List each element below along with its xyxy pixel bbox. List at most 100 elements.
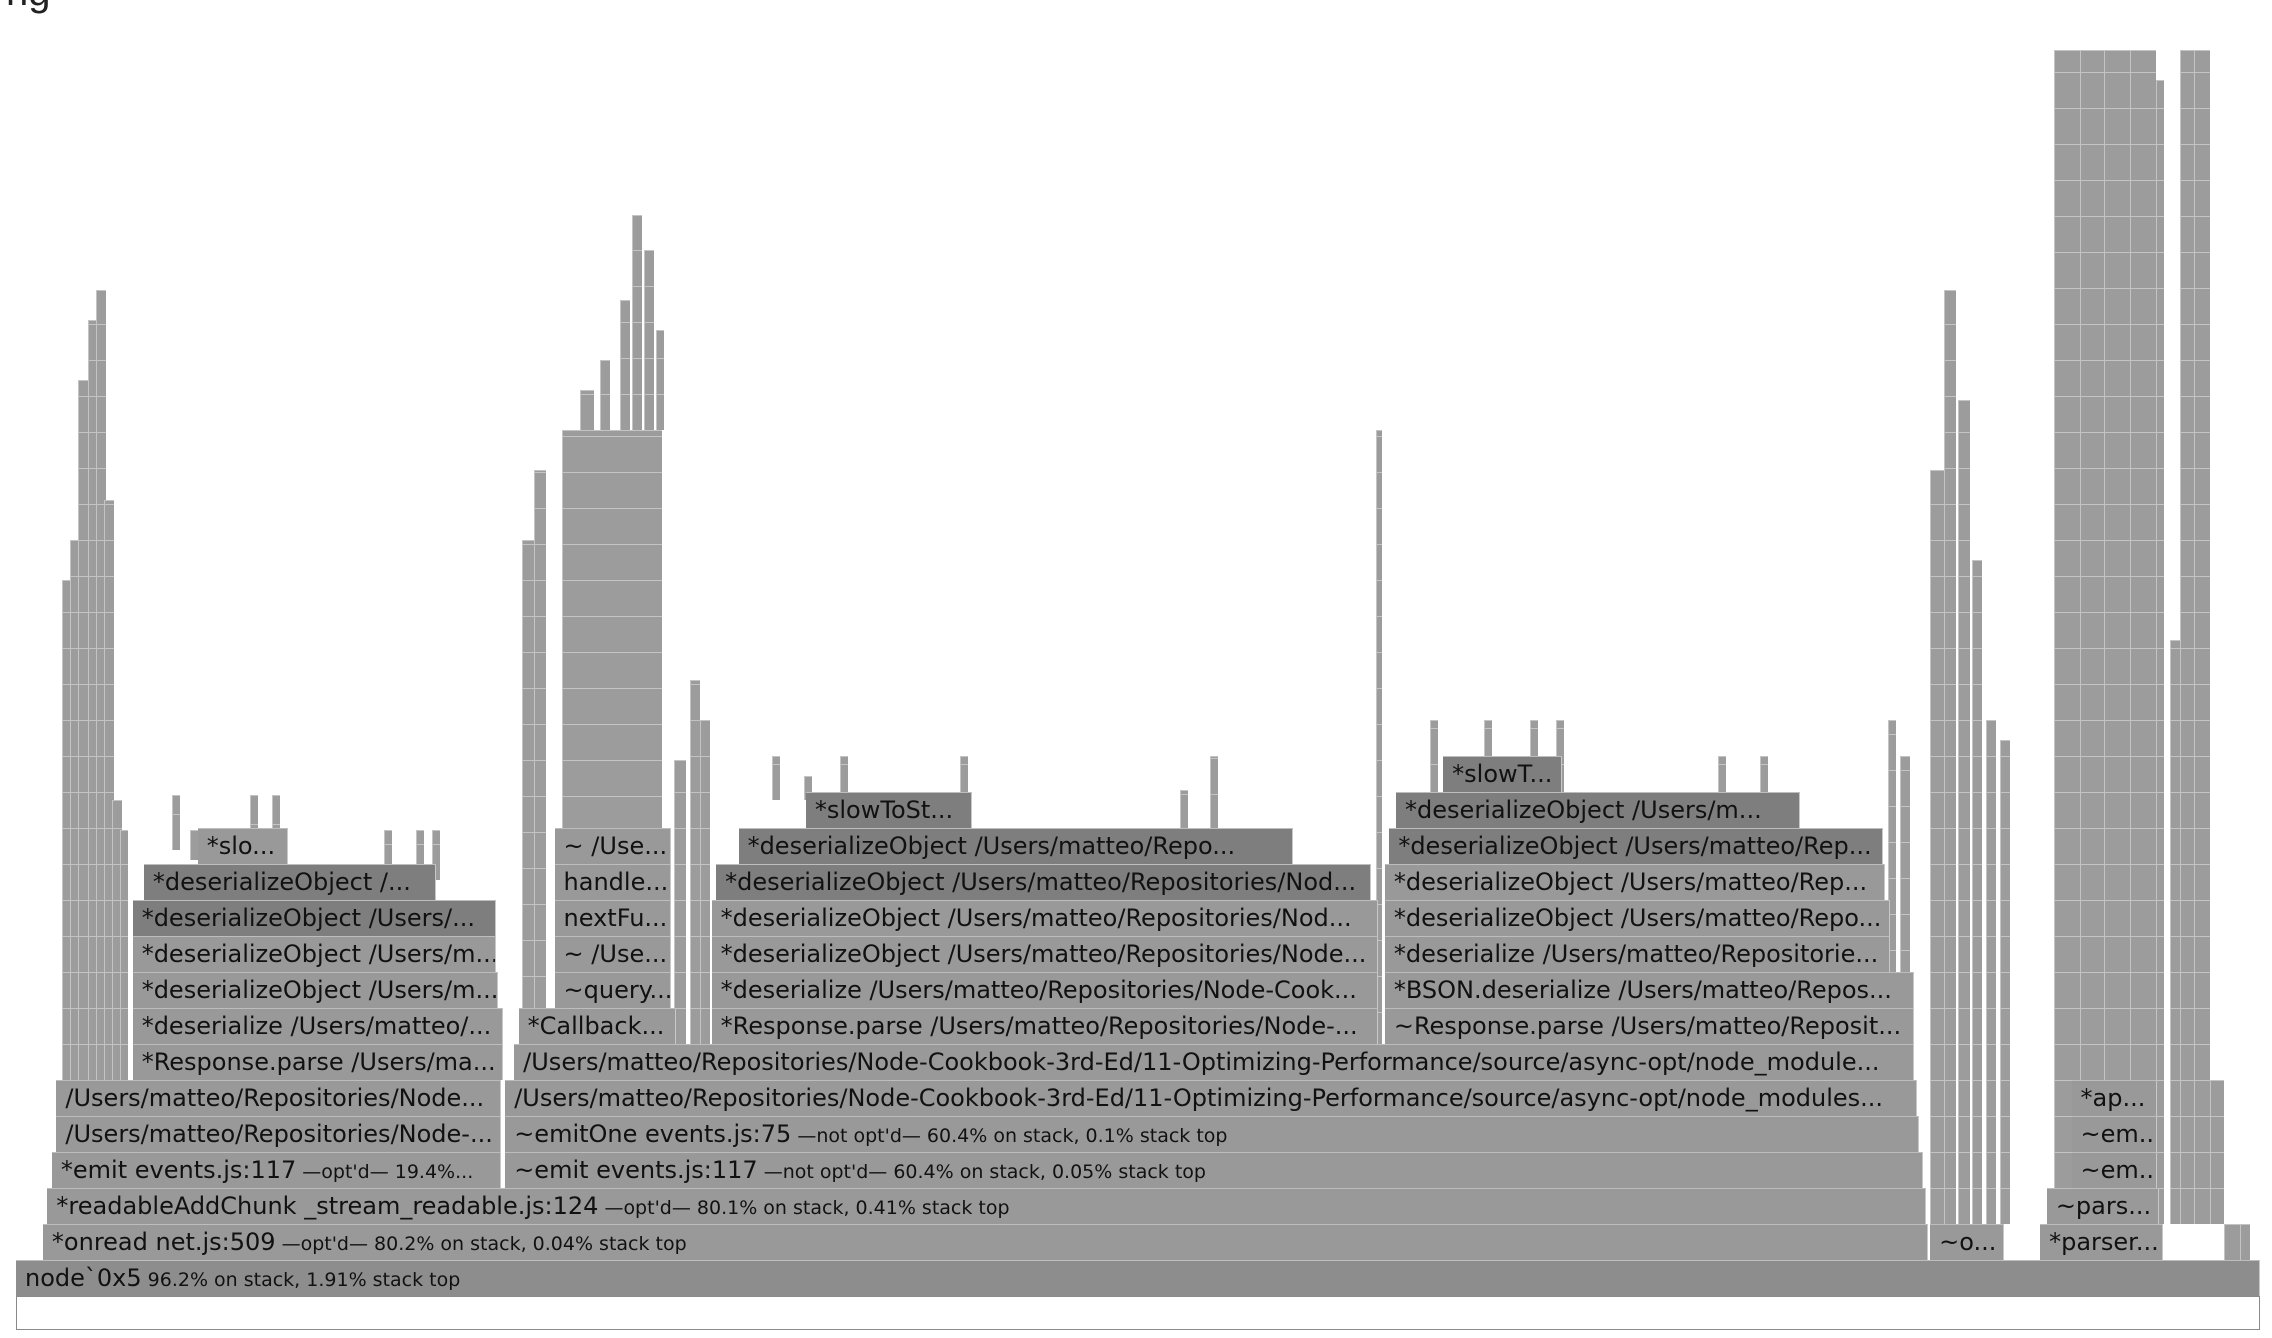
flame-spike bbox=[78, 380, 90, 1224]
flame-spike bbox=[432, 830, 440, 880]
flame-spike bbox=[272, 795, 280, 860]
frame-label: nextFu... bbox=[563, 904, 668, 932]
frame-label: *deserializeObject /Users/matteo/Reposit… bbox=[720, 904, 1352, 932]
search-strip[interactable] bbox=[16, 1296, 2260, 1330]
flame-spike bbox=[2104, 50, 2130, 1224]
flame-spike bbox=[2156, 80, 2164, 1224]
flame-spike bbox=[2170, 640, 2180, 1224]
flame-frame[interactable]: ~em... bbox=[2071, 1152, 2157, 1188]
flame-frame[interactable]: *deserializeObject /Users/matteo/Rep... bbox=[1384, 864, 1886, 900]
flame-frame[interactable]: *Callback... bbox=[518, 1008, 676, 1044]
flame-frame[interactable]: ~pars... bbox=[2046, 1188, 2159, 1224]
frame-label: *deserialize /Users/matteo/Repositories/… bbox=[720, 976, 1357, 1004]
flame-frame[interactable]: /Users/matteo/Repositories/Node-Cookbook… bbox=[505, 1080, 1917, 1116]
flame-frame[interactable]: *slo... bbox=[197, 828, 288, 864]
flame-spike bbox=[1930, 470, 1946, 1224]
flame-spike bbox=[2000, 740, 2010, 1224]
flame-frame[interactable]: *deserialize /Users/matteo/Repositories/… bbox=[711, 972, 1379, 1008]
flame-frame[interactable]: *slowT... bbox=[1443, 756, 1563, 792]
flame-frame[interactable]: *parser... bbox=[2040, 1224, 2164, 1260]
frame-label: ~emitOne events.js:75 bbox=[514, 1120, 792, 1148]
flame-frame[interactable]: *deserializeObject /Users/matteo/Repo... bbox=[738, 828, 1293, 864]
flame-spike bbox=[416, 830, 424, 880]
flame-frame[interactable]: ~query... bbox=[554, 972, 672, 1008]
flame-spike bbox=[172, 795, 180, 850]
page-title-fragment: ng bbox=[6, 0, 51, 15]
flame-frame[interactable]: *deserializeObject /Users/matteo/Rep... bbox=[1389, 828, 1883, 864]
flame-spike bbox=[1958, 400, 1970, 1224]
flame-frame[interactable]: ~ /Use... bbox=[554, 828, 672, 864]
frame-label: ~emit events.js:117 bbox=[514, 1156, 758, 1184]
flame-frame[interactable]: ~Response.parse /Users/matteo/Reposit... bbox=[1384, 1008, 1915, 1044]
flame-frame[interactable]: *emit events.js:117—opt'd— 19.4%... bbox=[51, 1152, 501, 1188]
flame-spike bbox=[1760, 756, 1768, 800]
flame-spike bbox=[2080, 50, 2104, 1224]
flame-frame[interactable]: /Users/matteo/Repositories/Node-Cookbook… bbox=[514, 1044, 1915, 1080]
frame-info: —not opt'd— 60.4% on stack, 0.05% stack … bbox=[763, 1161, 1206, 1183]
flame-frame[interactable]: *deserializeObject /Users/matteo/Reposit… bbox=[711, 900, 1379, 936]
flame-spike bbox=[2180, 50, 2194, 1224]
flame-spike bbox=[840, 756, 848, 800]
frame-label: ~pars... bbox=[2055, 1192, 2152, 1220]
flame-frame[interactable]: *deserializeObject /Users/matteo/Reposit… bbox=[716, 864, 1372, 900]
flame-spike bbox=[534, 470, 546, 1120]
flame-frame[interactable]: *deserializeObject /Users/m... bbox=[132, 936, 497, 972]
flame-frame[interactable]: *Response.parse /Users/ma... bbox=[132, 1044, 503, 1080]
frame-label: *deserializeObject /Users/matteo/Reposit… bbox=[725, 868, 1357, 896]
flame-spike bbox=[804, 776, 812, 800]
flame-frame[interactable]: *deserialize /Users/matteo/... bbox=[132, 1008, 503, 1044]
flame-frame[interactable]: nextFu... bbox=[554, 900, 672, 936]
flame-frame[interactable]: /Users/matteo/Repositories/Node-... bbox=[56, 1116, 501, 1152]
flame-spike bbox=[1972, 560, 1982, 1224]
flame-spike bbox=[1718, 756, 1726, 800]
flame-spike bbox=[112, 800, 122, 1224]
flame-frame[interactable]: *deserializeObject /Users/matteo/Reposit… bbox=[711, 936, 1379, 972]
flame-spike bbox=[1376, 430, 1382, 1120]
flame-frame[interactable]: *deserializeObject /... bbox=[143, 864, 436, 900]
flame-frame[interactable]: *deserializeObject /Users/... bbox=[132, 900, 497, 936]
flame-spike bbox=[104, 500, 114, 1224]
frame-label: /Users/matteo/Repositories/Node... bbox=[65, 1084, 485, 1112]
frame-label: *deserializeObject /Users/m... bbox=[141, 940, 497, 968]
frame-label: *deserializeObject /Users/... bbox=[141, 904, 475, 932]
flame-frame[interactable]: *readableAddChunk _stream_readable.js:12… bbox=[47, 1188, 1926, 1224]
flame-spike bbox=[88, 320, 98, 1224]
flame-spike bbox=[522, 540, 536, 1120]
frame-label: *slowToSt... bbox=[814, 796, 954, 824]
frame-label: *readableAddChunk _stream_readable.js:12… bbox=[56, 1192, 599, 1220]
flame-frame[interactable]: /Users/matteo/Repositories/Node... bbox=[56, 1080, 501, 1116]
frame-label: *slowT... bbox=[1452, 760, 1553, 788]
frame-info: —not opt'd— 60.4% on stack, 0.1% stack t… bbox=[797, 1125, 1228, 1147]
flame-frame[interactable]: *deserializeObject /Users/matteo/Repo... bbox=[1384, 900, 1890, 936]
flame-frame[interactable]: handle... bbox=[554, 864, 672, 900]
flame-frame[interactable]: ~em... bbox=[2071, 1116, 2157, 1152]
flame-spike bbox=[674, 760, 686, 1080]
flame-frame[interactable]: *deserializeObject /Users/m... bbox=[132, 972, 499, 1008]
frame-label: *deserialize /Users/matteo/... bbox=[141, 1012, 492, 1040]
flame-spike bbox=[1944, 290, 1956, 1224]
flame-spike bbox=[70, 540, 80, 1224]
frame-label: handle... bbox=[563, 868, 669, 896]
flame-frame[interactable]: ~emit events.js:117—not opt'd— 60.4% on … bbox=[505, 1152, 1924, 1188]
flame-spike bbox=[1210, 756, 1218, 830]
flame-spike bbox=[120, 830, 128, 1224]
flame-frame[interactable]: *ap... bbox=[2071, 1080, 2157, 1116]
flame-frame[interactable]: *Response.parse /Users/matteo/Repositori… bbox=[711, 1008, 1379, 1044]
frame-label: *Response.parse /Users/matteo/Repositori… bbox=[720, 1012, 1358, 1040]
flame-frame[interactable]: *slowToSt... bbox=[805, 792, 972, 828]
flame-frame[interactable]: *deserializeObject /Users/m... bbox=[1396, 792, 1800, 828]
flame-spike bbox=[644, 250, 654, 430]
flame-spike bbox=[96, 290, 106, 1224]
flame-frame[interactable]: *BSON.deserialize /Users/matteo/Repos... bbox=[1384, 972, 1915, 1008]
flame-frame[interactable]: *deserialize /Users/matteo/Repositorie..… bbox=[1384, 936, 1890, 972]
flame-frame[interactable]: ~ /Use... bbox=[554, 936, 672, 972]
flame-frame[interactable]: ~emitOne events.js:75—not opt'd— 60.4% o… bbox=[505, 1116, 1919, 1152]
frame-label: *deserializeObject /Users/matteo/Reposit… bbox=[720, 940, 1367, 968]
frame-label: *deserializeObject /Users/matteo/Rep... bbox=[1393, 868, 1868, 896]
flame-spike bbox=[620, 300, 630, 430]
frame-label: ~Response.parse /Users/matteo/Reposit... bbox=[1393, 1012, 1902, 1040]
frame-info: —opt'd— 80.1% on stack, 0.41% stack top bbox=[604, 1197, 1010, 1219]
flame-frame[interactable]: ~o... bbox=[1930, 1224, 2005, 1260]
flame-frame[interactable]: *onread net.js:509—opt'd— 80.2% on stack… bbox=[42, 1224, 1928, 1260]
